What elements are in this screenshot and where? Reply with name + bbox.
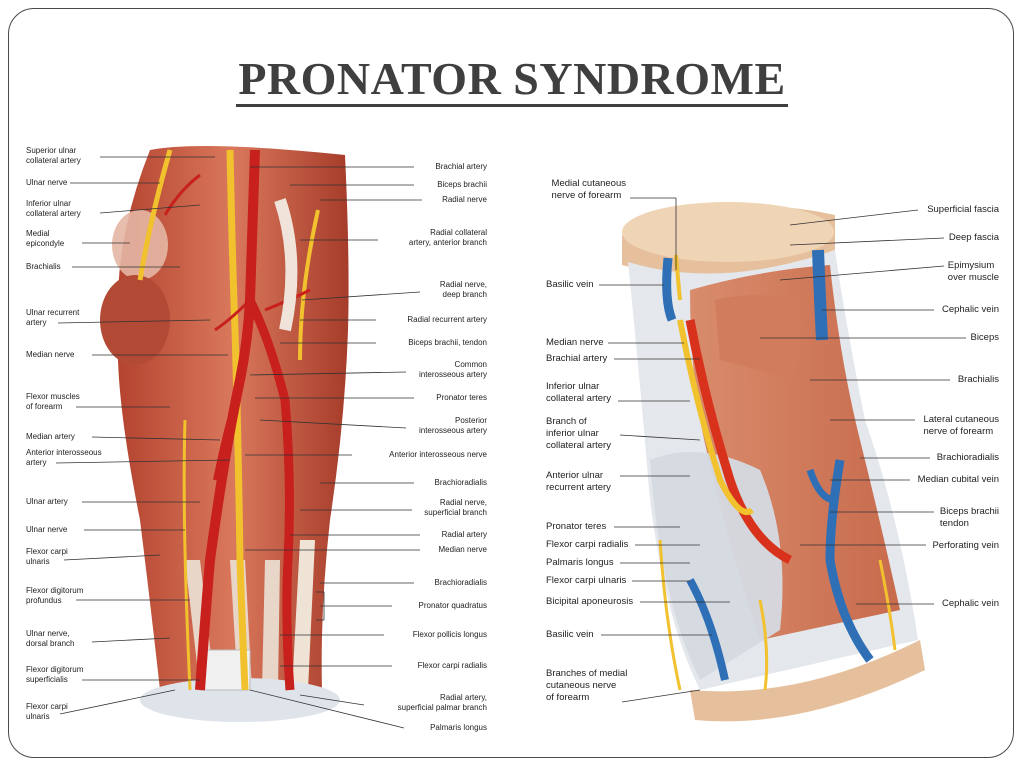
label-medial-epicondyle: Medial epicondyle bbox=[26, 229, 65, 248]
label-deep-fascia: Deep fascia bbox=[948, 232, 999, 243]
label-cephalic-vein-lower: Cephalic vein bbox=[941, 598, 999, 609]
label-radial-artery-superficial-palmar-branch: Radial artery, superficial palmar branch bbox=[397, 693, 487, 712]
label-ulnar-recurrent-artery: Ulnar recurrent artery bbox=[26, 308, 80, 327]
label-basilic-vein: Basilic vein bbox=[546, 279, 594, 290]
label-palmaris-longus: Palmaris longus bbox=[430, 723, 487, 732]
label-posterior-interosseous-artery: Posterior interosseous artery bbox=[418, 416, 487, 435]
label-radial-nerve-deep-branch: Radial nerve, deep branch bbox=[439, 280, 487, 299]
label-median-nerve-r: Median nerve bbox=[546, 337, 604, 348]
page-title: PRONATOR SYNDROME bbox=[0, 52, 1024, 107]
label-biceps-brachii: Biceps brachii bbox=[437, 180, 487, 189]
label-median-cubital-vein: Median cubital vein bbox=[917, 474, 999, 485]
label-ulnar-artery: Ulnar artery bbox=[26, 497, 68, 506]
label-flexor-digitorum-profundus: Flexor digitorum profundus bbox=[26, 586, 84, 605]
label-flexor-carpi-ulnaris-lower: Flexor carpi ulnaris bbox=[26, 702, 68, 721]
label-common-interosseous-artery: Common interosseous artery bbox=[418, 360, 487, 379]
label-ulnar-nerve: Ulnar nerve bbox=[26, 178, 68, 187]
label-brachioradialis-r: Brachioradialis bbox=[936, 452, 999, 463]
label-brachial-artery-r: Brachial artery bbox=[546, 353, 608, 364]
label-brachialis: Brachialis bbox=[26, 262, 61, 271]
label-biceps-brachii-tendon: Biceps brachii, tendon bbox=[408, 338, 487, 347]
label-anterior-ulnar-recurrent-artery: Anterior ulnar recurrent artery bbox=[546, 470, 611, 493]
label-brachioradialis: Brachioradialis bbox=[434, 478, 487, 487]
label-anterior-interosseous-artery: Anterior interosseous artery bbox=[26, 448, 102, 467]
label-flexor-pollicis-longus: Flexor pollicis longus bbox=[412, 630, 487, 639]
label-lateral-cutaneous-nerve-of-forearm: Lateral cutaneous nerve of forearm bbox=[923, 414, 999, 437]
label-pronator-teres-r: Pronator teres bbox=[546, 521, 607, 532]
label-radial-nerve: Radial nerve bbox=[442, 195, 487, 204]
label-branches-of-medial-cutaneous-nerve: Branches of medial cutaneous nerve of fo… bbox=[546, 668, 628, 703]
label-flexor-carpi-radialis: Flexor carpi radialis bbox=[417, 661, 487, 670]
label-biceps-brachii-tendon-r: Biceps brachii tendon bbox=[939, 506, 999, 529]
label-flexor-carpi-ulnaris-r: Flexor carpi ulnaris bbox=[546, 575, 627, 586]
label-anterior-interosseous-nerve: Anterior interosseous nerve bbox=[389, 450, 487, 459]
label-inferior-ulnar-collateral-artery-r: Inferior ulnar collateral artery bbox=[546, 381, 611, 404]
label-ulnar-nerve-lower: Ulnar nerve bbox=[26, 525, 68, 534]
label-flexor-digitorum-superficialis: Flexor digitorum superficialis bbox=[26, 665, 84, 684]
label-median-nerve: Median nerve bbox=[26, 350, 75, 359]
label-epimysium-over-muscle: Epimysium over muscle bbox=[947, 260, 999, 283]
label-radial-nerve-superficial-branch: Radial nerve, superficial branch bbox=[424, 498, 487, 517]
label-superior-ulnar-collateral-artery: Superior ulnar collateral artery bbox=[26, 146, 81, 165]
label-bicipital-aponeurosis: Bicipital aponeurosis bbox=[546, 596, 634, 607]
label-medial-cutaneous-nerve-of-forearm: Medial cutaneous nerve of forearm bbox=[551, 178, 626, 201]
label-palmaris-longus-r: Palmaris longus bbox=[546, 557, 614, 568]
label-superficial-fascia: Superficial fascia bbox=[927, 204, 999, 215]
label-brachial-artery: Brachial artery bbox=[435, 162, 487, 171]
label-pronator-teres: Pronator teres bbox=[436, 393, 487, 402]
label-radial-collateral-artery: Radial collateral artery, anterior branc… bbox=[408, 228, 487, 247]
label-flexor-carpi-radialis-r: Flexor carpi radialis bbox=[546, 539, 629, 550]
label-ulnar-nerve-dorsal-branch: Ulnar nerve, dorsal branch bbox=[26, 629, 75, 648]
label-biceps: Biceps bbox=[970, 332, 999, 343]
label-median-nerve-right: Median nerve bbox=[438, 545, 487, 554]
label-brachialis-r: Brachialis bbox=[957, 374, 999, 385]
label-radial-artery: Radial artery bbox=[441, 530, 487, 539]
label-flexor-muscles-of-forearm: Flexor muscles of forearm bbox=[26, 392, 80, 411]
label-cephalic-vein: Cephalic vein bbox=[941, 304, 999, 315]
label-inferior-ulnar-collateral-artery: Inferior ulnar collateral artery bbox=[26, 199, 81, 218]
label-radial-recurrent-artery: Radial recurrent artery bbox=[407, 315, 487, 324]
label-branch-of-inferior-ulnar-collateral-artery: Branch of inferior ulnar collateral arte… bbox=[546, 416, 611, 451]
label-pronator-quadratus: Pronator quadratus bbox=[418, 601, 488, 610]
label-median-artery: Median artery bbox=[26, 432, 75, 441]
label-flexor-carpi-ulnaris: Flexor carpi ulnaris bbox=[26, 547, 68, 566]
label-brachioradialis-lower: Brachioradialis bbox=[434, 578, 487, 587]
label-perforating-vein: Perforating vein bbox=[932, 540, 999, 551]
label-basilic-vein-lower: Basilic vein bbox=[546, 629, 594, 640]
